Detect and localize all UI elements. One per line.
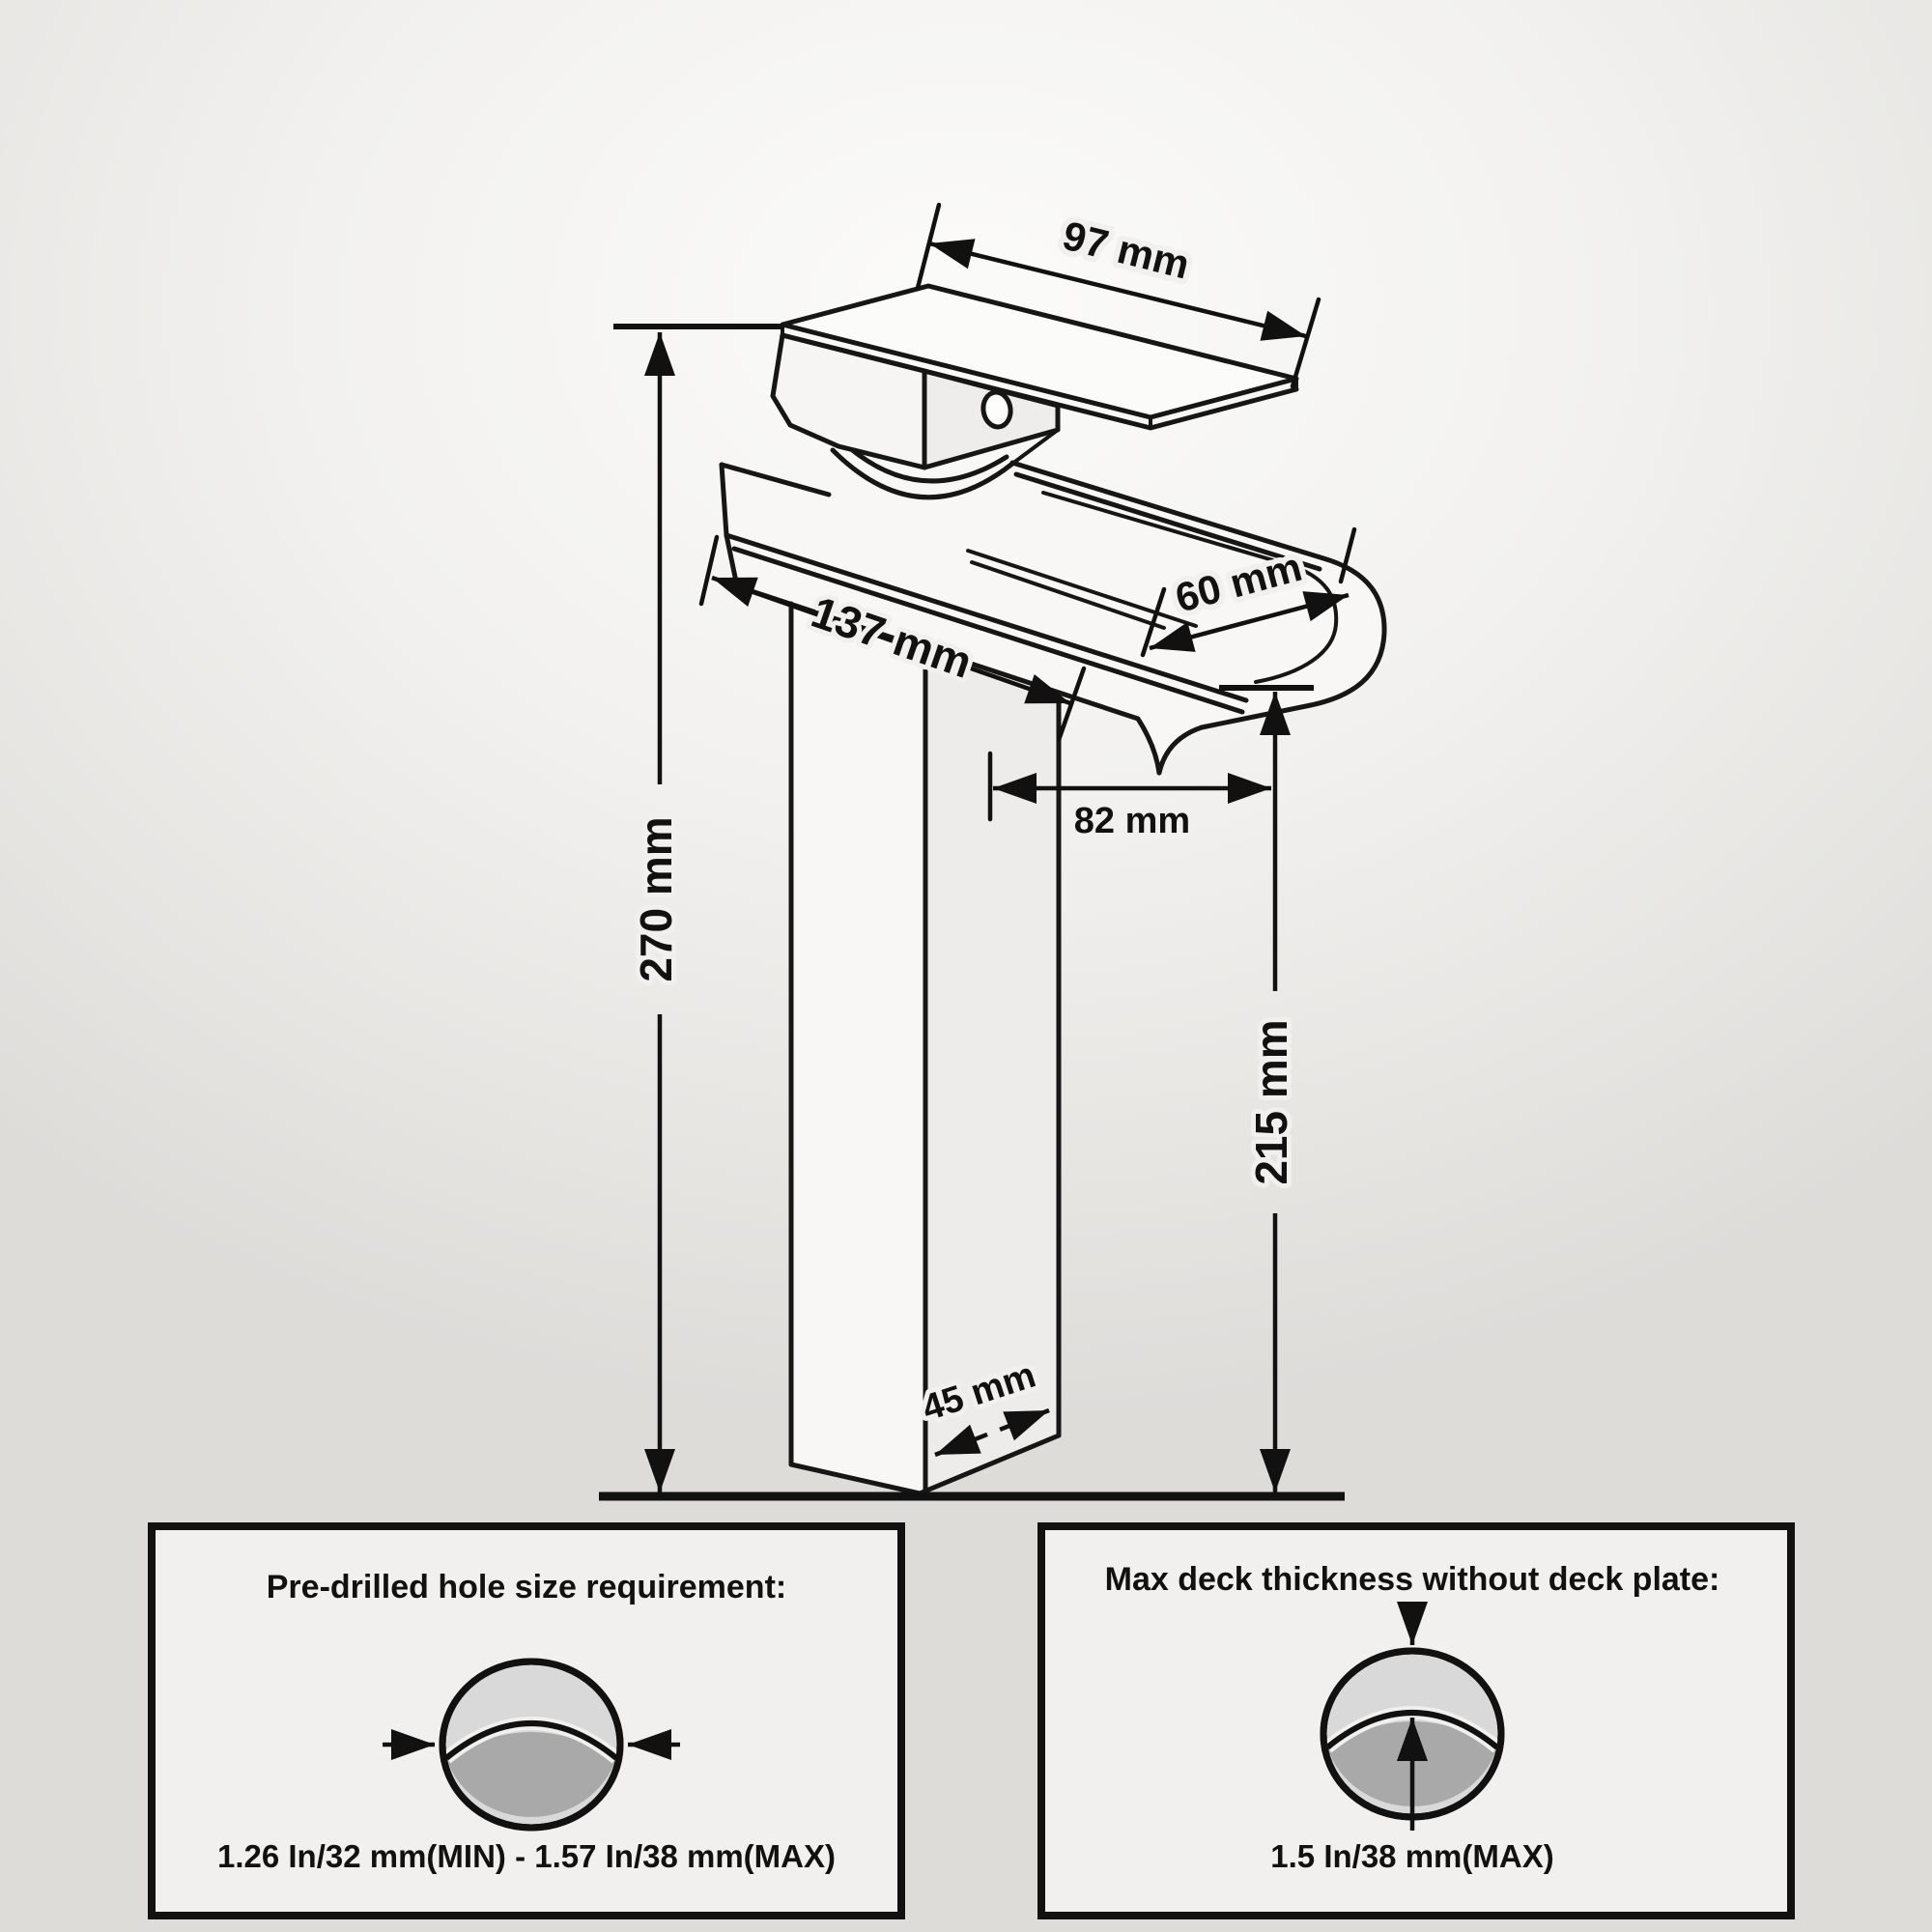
neck-inner-arc: [839, 439, 1009, 484]
dim-60-line: [1149, 591, 1350, 652]
info-box-deck-thickness: Max deck thickness without deck plate: 1…: [1037, 1522, 1795, 1919]
spout-outlet-offset-label: 82 mm: [1074, 801, 1190, 841]
dim-137-tick-left: [698, 534, 720, 607]
hole-outline: [439, 1658, 624, 1832]
hole-size-value: 1.26 In/32 mm(MIN) - 1.57 In/38 mm(MAX): [217, 1838, 836, 1874]
deck-thickness-value: 1.5 In/38 mm(MAX): [1270, 1838, 1553, 1874]
dimension-annotations: 97 mm 137 mm 60 mm 82 mm 270 mm: [613, 202, 1357, 1492]
hole-size-illustration: [383, 1658, 680, 1832]
deck-thickness-title: Max deck thickness without deck plate:: [1105, 1561, 1720, 1598]
overall-height-label: 270 mm: [631, 816, 681, 981]
faucet-column-front-face: [791, 604, 925, 1493]
dimension-270mm: 270 mm: [613, 324, 784, 1492]
base-back-edge: [719, 462, 832, 497]
dim-97-tick-left: [915, 202, 942, 291]
handle-body-back-corner-edge: [1010, 428, 1060, 466]
spout-back-rim-inner: [1013, 471, 1322, 572]
dim-60-tick-right: [1338, 526, 1357, 584]
spout-back-rim-outer: [1009, 460, 1326, 561]
spout-outlet-height-label: 215 mm: [1246, 1019, 1296, 1184]
deck-hole-divider-arc: [1325, 1710, 1499, 1750]
dimension-215mm: 215 mm: [1219, 685, 1314, 1492]
handle-plate-width-label: 97 mm: [1059, 213, 1194, 288]
dimension-82mm: 82 mm: [987, 751, 1271, 846]
column-bottom-front-bevel: [788, 1462, 923, 1496]
deck-thickness-illustration: [1320, 1602, 1505, 1831]
dim-97-tick-right: [1290, 297, 1321, 389]
faucet-column-right-face: [920, 648, 1059, 1493]
spout-lip-underside-hook: [1156, 724, 1205, 776]
spout-end-cap-outer: [1199, 555, 1387, 730]
hole-divider-arc: [444, 1720, 618, 1761]
dim-97-line: [928, 239, 1307, 341]
dim-137-tick-right: [1056, 666, 1087, 743]
dim-45-line: [934, 1407, 1050, 1458]
info-box-hole-size: Pre-drilled hole size requirement: 1.26 …: [148, 1522, 905, 1919]
base-left-edge: [719, 462, 729, 538]
faucet-drawing: [599, 283, 1387, 1501]
neck-outer-arc: [830, 447, 1015, 500]
hole-shadow-crescent: [446, 1732, 616, 1817]
hole-size-title: Pre-drilled hole size requirement:: [267, 1569, 786, 1605]
dim-137-line: [711, 575, 1071, 706]
handle-set-screw-hole: [980, 389, 1013, 430]
